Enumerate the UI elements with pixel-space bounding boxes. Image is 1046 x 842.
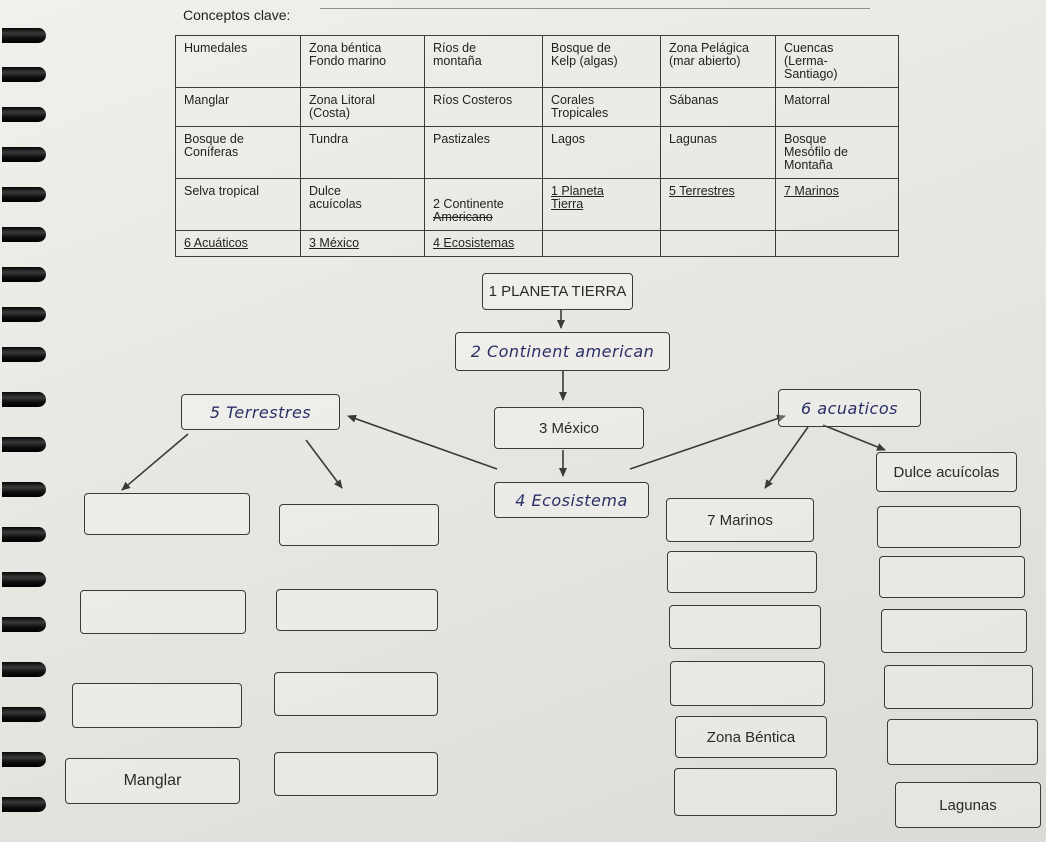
table-cell: Tundra: [300, 126, 425, 179]
struck-text: Americano: [433, 210, 493, 224]
concept-box-continente: 2 Continent american: [455, 332, 670, 371]
table-cell: [775, 230, 899, 257]
table-cell: [660, 230, 776, 257]
empty-answer-box[interactable]: [669, 605, 821, 649]
concept-box-acuaticos: 6 acuaticos: [778, 389, 921, 427]
table-cell: 4 Ecosistemas: [424, 230, 543, 257]
binder-ring: [2, 437, 46, 452]
empty-answer-box[interactable]: [884, 665, 1033, 709]
table-row: Selva tropical Dulce acuícolas 2 Contine…: [175, 178, 899, 231]
rule-line: [320, 8, 870, 9]
binder-ring: [2, 107, 46, 122]
binder-ring: [2, 227, 46, 242]
concepts-table: Humedales Zona béntica Fondo marino Ríos…: [175, 35, 899, 257]
binder-ring: [2, 707, 46, 722]
empty-answer-box[interactable]: [84, 493, 250, 535]
concept-box-manglar: Manglar: [65, 758, 240, 804]
empty-answer-box[interactable]: [887, 719, 1038, 765]
concept-box-ecosistema: 4 Ecosistema: [494, 482, 649, 518]
empty-answer-box[interactable]: [879, 556, 1025, 598]
binder-ring: [2, 752, 46, 767]
binder-ring: [2, 187, 46, 202]
empty-answer-box[interactable]: [276, 589, 438, 631]
table-cell: Selva tropical: [175, 178, 301, 231]
table-cell: Corales Tropicales: [542, 87, 661, 127]
empty-answer-box[interactable]: [881, 609, 1027, 653]
binder-ring: [2, 347, 46, 362]
binder-rings: [0, 0, 50, 842]
concept-box-lagunas: Lagunas: [895, 782, 1041, 828]
table-cell: Sábanas: [660, 87, 776, 127]
binder-ring: [2, 662, 46, 677]
empty-answer-box[interactable]: [667, 551, 817, 593]
binder-ring: [2, 67, 46, 82]
table-cell: 5 Terrestres: [660, 178, 776, 231]
table-cell: Pastizales: [424, 126, 543, 179]
table-cell: 3 México: [300, 230, 425, 257]
empty-answer-box[interactable]: [877, 506, 1021, 548]
table-cell: Bosque de Coníferas: [175, 126, 301, 179]
table-cell: Humedales: [175, 35, 301, 88]
empty-answer-box[interactable]: [670, 661, 825, 706]
table-cell: Zona Pelágica (mar abierto): [660, 35, 776, 88]
table-cell: Lagos: [542, 126, 661, 179]
binder-ring: [2, 392, 46, 407]
table-row: 6 Acuáticos 3 México 4 Ecosistemas: [175, 230, 899, 257]
binder-ring: [2, 482, 46, 497]
arrow-line: [121, 433, 189, 491]
concept-box-marinos: 7 Marinos: [666, 498, 814, 542]
table-cell: 6 Acuáticos: [175, 230, 301, 257]
table-row: Humedales Zona béntica Fondo marino Ríos…: [175, 35, 899, 88]
table-cell: Bosque Mesófilo de Montaña: [775, 126, 899, 179]
table-cell: Cuencas (Lerma- Santiago): [775, 35, 899, 88]
arrow-line: [629, 414, 786, 470]
empty-answer-box[interactable]: [674, 768, 837, 816]
table-cell: 2 Continente Americano: [424, 178, 543, 231]
table-cell-text: 2 Continente Americano: [433, 197, 504, 224]
arrow-line: [764, 426, 809, 489]
empty-answer-box[interactable]: [72, 683, 242, 728]
binder-ring: [2, 797, 46, 812]
concept-box-planeta: 1 PLANETA TIERRA: [482, 273, 633, 310]
empty-answer-box[interactable]: [279, 504, 439, 546]
table-cell: Bosque de Kelp (algas): [542, 35, 661, 88]
concept-box-dulce: Dulce acuícolas: [876, 452, 1017, 492]
arrow-line: [305, 439, 343, 489]
table-cell: Ríos Costeros: [424, 87, 543, 127]
empty-answer-box[interactable]: [274, 752, 438, 796]
binder-ring: [2, 28, 46, 43]
empty-answer-box[interactable]: [80, 590, 246, 634]
arrow-line: [822, 424, 886, 451]
empty-answer-box[interactable]: [274, 672, 438, 716]
section-title: Conceptos clave:: [183, 7, 291, 23]
table-cell: Zona béntica Fondo marino: [300, 35, 425, 88]
binder-ring: [2, 527, 46, 542]
table-cell: Matorral: [775, 87, 899, 127]
table-row: Bosque de Coníferas Tundra Pastizales La…: [175, 126, 899, 179]
concept-box-mexico: 3 México: [494, 407, 644, 449]
concept-box-terrestres: 5 Terrestres: [181, 394, 340, 430]
table-row: Manglar Zona Litoral (Costa) Ríos Coster…: [175, 87, 899, 127]
binder-ring: [2, 147, 46, 162]
binder-ring: [2, 267, 46, 282]
binder-ring: [2, 307, 46, 322]
concept-box-zona-bentica: Zona Béntica: [675, 716, 827, 758]
binder-ring: [2, 572, 46, 587]
table-cell: Ríos de montaña: [424, 35, 543, 88]
arrow-line: [347, 414, 498, 470]
binder-ring: [2, 617, 46, 632]
table-cell: [542, 230, 661, 257]
